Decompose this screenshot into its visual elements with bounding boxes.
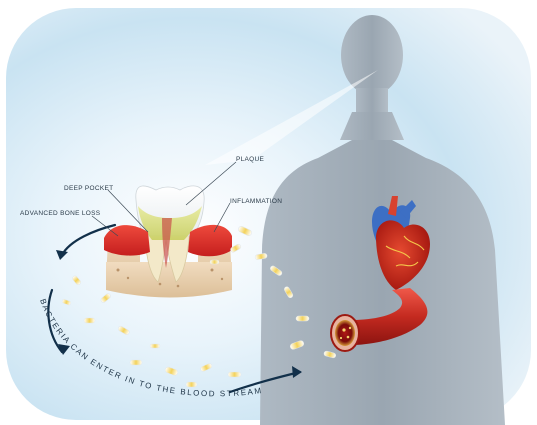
label-inflammation: INFLAMMATION [230, 198, 282, 205]
label-deep-pocket: DEEP POCKET [64, 185, 113, 192]
label-advanced-bone-loss: ADVANCED BONE LOSS [20, 210, 100, 217]
label-plaque: PLAQUE [236, 156, 264, 163]
